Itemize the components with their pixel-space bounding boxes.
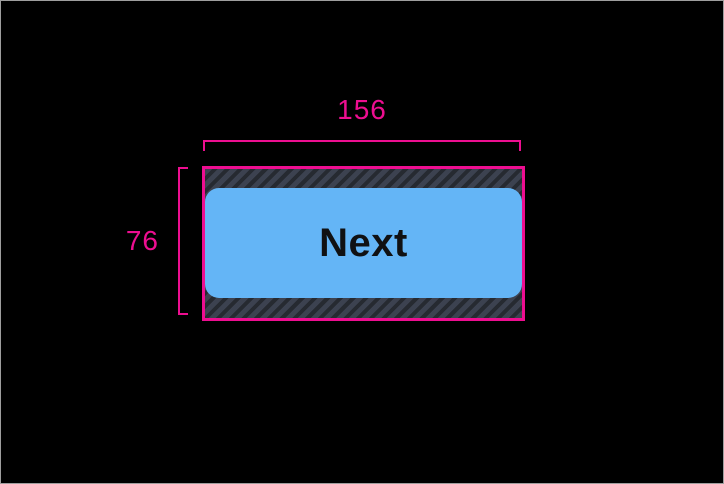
height-dimension-label: 76 xyxy=(125,225,159,256)
height-dimension-line xyxy=(178,167,188,315)
width-dimension-line xyxy=(203,140,521,151)
width-dimension-label: 156 xyxy=(337,94,387,125)
selection-outline: Next xyxy=(202,166,525,321)
next-button-label: Next xyxy=(319,220,408,265)
next-button[interactable]: Next xyxy=(205,188,522,298)
